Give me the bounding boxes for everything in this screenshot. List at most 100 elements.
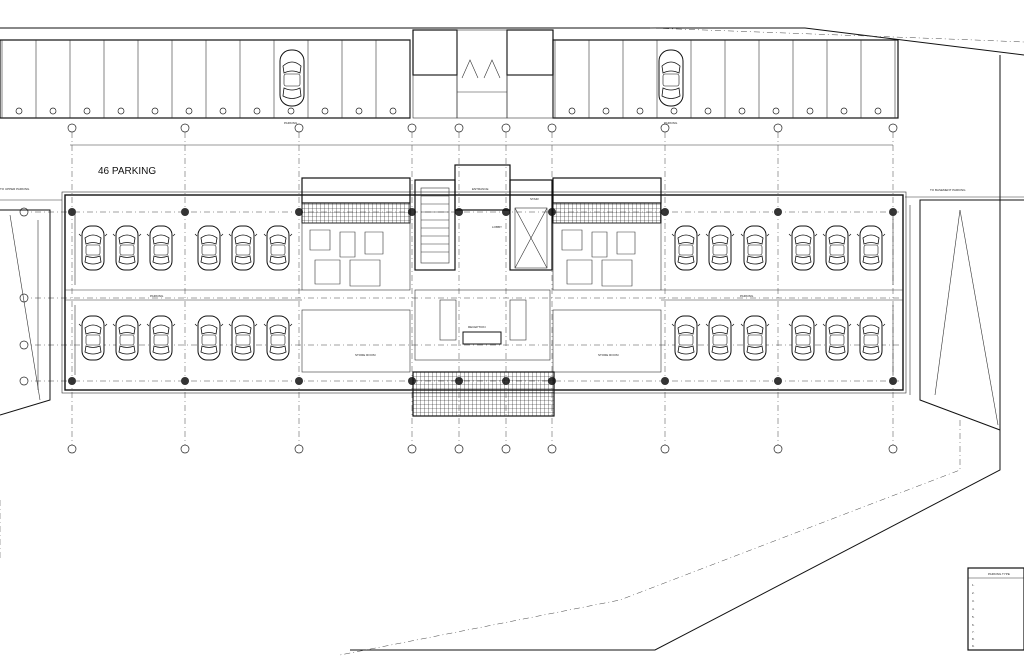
legend-item-6: 6.: [972, 623, 975, 627]
stall-number-bubble: [219, 107, 227, 115]
stall-number-bubble: [83, 107, 91, 115]
grid-axis-bubble-top: [660, 123, 670, 133]
grid-axis-bubble-bottom: [660, 444, 670, 454]
stall-number-bubble: [15, 107, 23, 115]
grid-axis-bubble-top: [888, 123, 898, 133]
legend-box: PARKING TYPE 1. 2. 3. 4. 5. 6. 7. 8. 9.: [967, 567, 1024, 651]
parked-car: [228, 225, 258, 271]
label-entrance: ENTRANCE: [472, 187, 489, 191]
grid-axis-bubble-bottom: [180, 444, 190, 454]
parked-car: [112, 225, 142, 271]
column-marker: [68, 208, 76, 216]
stall-number-bubble: [253, 107, 261, 115]
label-ramp-right: TO BASEMENT PARKING: [930, 188, 966, 192]
stall-number-bubble: [287, 107, 295, 115]
ramp-right: [905, 196, 1024, 431]
parked-car: [856, 315, 886, 361]
stall-number-bubble: [806, 107, 814, 115]
row-axis-bubble: [19, 376, 29, 386]
main-building: [61, 164, 907, 417]
top-stalls-left: [1, 40, 411, 118]
main-parking-cars: [78, 225, 886, 361]
parked-car: [822, 315, 852, 361]
parked-car: [194, 225, 224, 271]
grid-axis-bubble-top: [547, 123, 557, 133]
stall-number-bubble: [670, 107, 678, 115]
parked-car: [740, 315, 770, 361]
main-stall-lines: [74, 212, 894, 375]
label-store-left: STORE ROOM: [355, 353, 376, 357]
grid-axis-bubble-top: [294, 123, 304, 133]
parked-car: [856, 225, 886, 271]
grid-axis-bubble-top: [454, 123, 464, 133]
grid-axis-bubble-bottom: [547, 444, 557, 454]
parking-count-title: 46 PARKING: [98, 166, 156, 177]
legend-heading: PARKING TYPE: [988, 572, 1010, 576]
parked-car: [740, 225, 770, 271]
parked-car: [146, 315, 176, 361]
stall-number-bubble: [636, 107, 644, 115]
label-stair: STAIR: [530, 197, 539, 201]
parked-car: [788, 315, 818, 361]
label-store-right: STORE ROOM: [598, 353, 619, 357]
legend-item-2: 2.: [972, 591, 975, 595]
grid-axis-bubble-bottom: [501, 444, 511, 454]
legend-item-7: 7.: [972, 630, 975, 634]
row-axis-bubble: [19, 340, 29, 350]
stall-number-bubble: [117, 107, 125, 115]
label-parking-mid-right: PARKING: [740, 294, 754, 298]
parked-car: [705, 315, 735, 361]
legend-item-8: 8.: [972, 637, 975, 641]
parked-car: [705, 225, 735, 271]
grid-axis-bubble-top: [407, 123, 417, 133]
legend-item-5: 5.: [972, 615, 975, 619]
column-marker: [181, 377, 189, 385]
parked-car: [263, 225, 293, 271]
ramp-left: [0, 199, 62, 416]
top-parking-strip: [0, 29, 899, 119]
car-top-right: [658, 49, 684, 107]
stall-number-bubble: [874, 107, 882, 115]
parked-car: [671, 225, 701, 271]
row-axis-bubble: [19, 207, 29, 217]
stall-number-bubble: [355, 107, 363, 115]
grid-axis-bubble-top: [501, 123, 511, 133]
grid-axis-bubble-bottom: [773, 444, 783, 454]
label-ramp-left: TO UPPER PARKING: [0, 187, 30, 191]
label-parking-top-right: PARKING: [664, 121, 678, 125]
stall-number-bubble: [185, 107, 193, 115]
stall-number-bubble: [772, 107, 780, 115]
parked-car: [112, 315, 142, 361]
grid-axis-bubble-bottom: [67, 444, 77, 454]
parked-car: [263, 315, 293, 361]
grid-axis-bubble-bottom: [888, 444, 898, 454]
parked-car: [788, 225, 818, 271]
stall-number-bubble: [704, 107, 712, 115]
legend-item-1: 1.: [972, 583, 975, 587]
label-reception: RECEPTION: [468, 325, 486, 329]
stall-number-bubble: [389, 107, 397, 115]
stall-number-bubble: [840, 107, 848, 115]
parked-car: [146, 225, 176, 271]
grid-axis-bubble-bottom: [407, 444, 417, 454]
parked-car: [822, 225, 852, 271]
column-marker: [181, 208, 189, 216]
grid-axis-bubble-bottom: [294, 444, 304, 454]
stall-number-bubble: [151, 107, 159, 115]
top-stalls-right: [554, 40, 896, 118]
stall-number-bubble: [568, 107, 576, 115]
parked-car: [78, 315, 108, 361]
stall-number-bubble: [321, 107, 329, 115]
grid-axis-bubble-top: [773, 123, 783, 133]
car-top-left: [279, 49, 305, 107]
grid-axis-bubble-bottom: [454, 444, 464, 454]
legend-item-4: 4.: [972, 607, 975, 611]
parked-car: [671, 315, 701, 361]
stall-number-bubble: [738, 107, 746, 115]
label-lobby: LOBBY: [492, 225, 502, 229]
grid-axis-bubble-top: [67, 123, 77, 133]
label-parking-top-left: PARKING: [284, 121, 298, 125]
parked-car: [194, 315, 224, 361]
legend-item-3: 3.: [972, 599, 975, 603]
